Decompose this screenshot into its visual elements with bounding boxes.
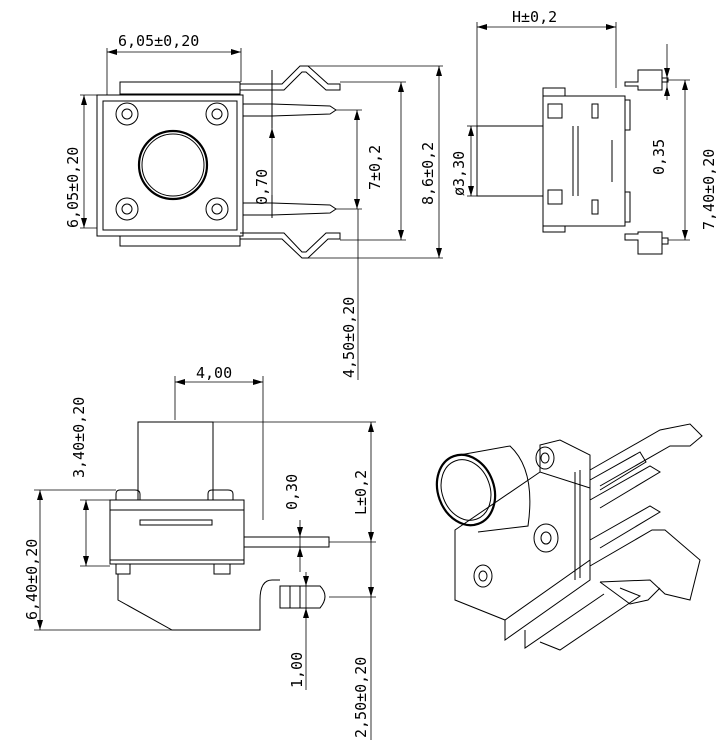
dim-pin-offset: 4,50±0,20	[340, 297, 358, 378]
front-view-lead	[279, 585, 326, 609]
dim-side-body-height: 7,40±0,20	[700, 149, 718, 230]
top-view	[96, 65, 341, 259]
front-view-pin	[243, 536, 330, 548]
iso-body	[454, 471, 591, 621]
dim-top-width: 6,05±0,20	[118, 32, 199, 50]
dim-front-l: L±0,2	[352, 470, 370, 515]
iso-plunger	[435, 453, 497, 527]
front-view-body	[109, 499, 245, 565]
dim-front-pin-width: 1,00	[288, 652, 306, 688]
dim-pin-pitch: 7±0,2	[366, 145, 384, 190]
dim-front-bottom: 2,50±0,20	[352, 657, 370, 738]
front-view-dimensions: 4,00 3,40±0,20 6,40±0,20 0,30 L±0,2 1,00	[23, 364, 376, 740]
front-view	[109, 421, 330, 631]
top-view-dimensions: 6,05±0,20 6,05±0,20 0,70 7±0,2 8,6±0,2	[64, 32, 443, 380]
dim-side-pin-thickness: 0,35	[650, 139, 668, 175]
dim-overall-length: 8,6±0,2	[419, 142, 437, 205]
side-view-dimensions: H±0,2 ø3,30 0,35 7,40±0,20	[450, 8, 718, 241]
top-view-plunger	[137, 129, 209, 201]
isometric-view	[435, 423, 703, 651]
side-view-body	[542, 95, 626, 227]
dim-front-body-height: 6,40±0,20	[23, 539, 41, 620]
dim-front-plunger-height: 3,40±0,20	[70, 397, 88, 478]
dim-front-pin-thickness: 0,30	[283, 474, 301, 510]
top-view-body-inner	[102, 100, 238, 231]
front-view-plunger	[137, 421, 214, 501]
iso-bottom-terminal	[589, 529, 701, 601]
dim-plunger-dia: ø3,30	[450, 151, 468, 196]
top-view-corner-posts	[115, 102, 229, 221]
side-view-plunger	[476, 125, 544, 197]
dim-top-height: 6,05±0,20	[64, 147, 82, 228]
dim-pin-gap: 0,70	[253, 169, 271, 205]
dim-side-h: H±0,2	[512, 8, 557, 26]
iso-top-terminal	[589, 423, 703, 487]
side-view	[476, 69, 669, 255]
dim-front-offset: 4,00	[196, 364, 232, 382]
